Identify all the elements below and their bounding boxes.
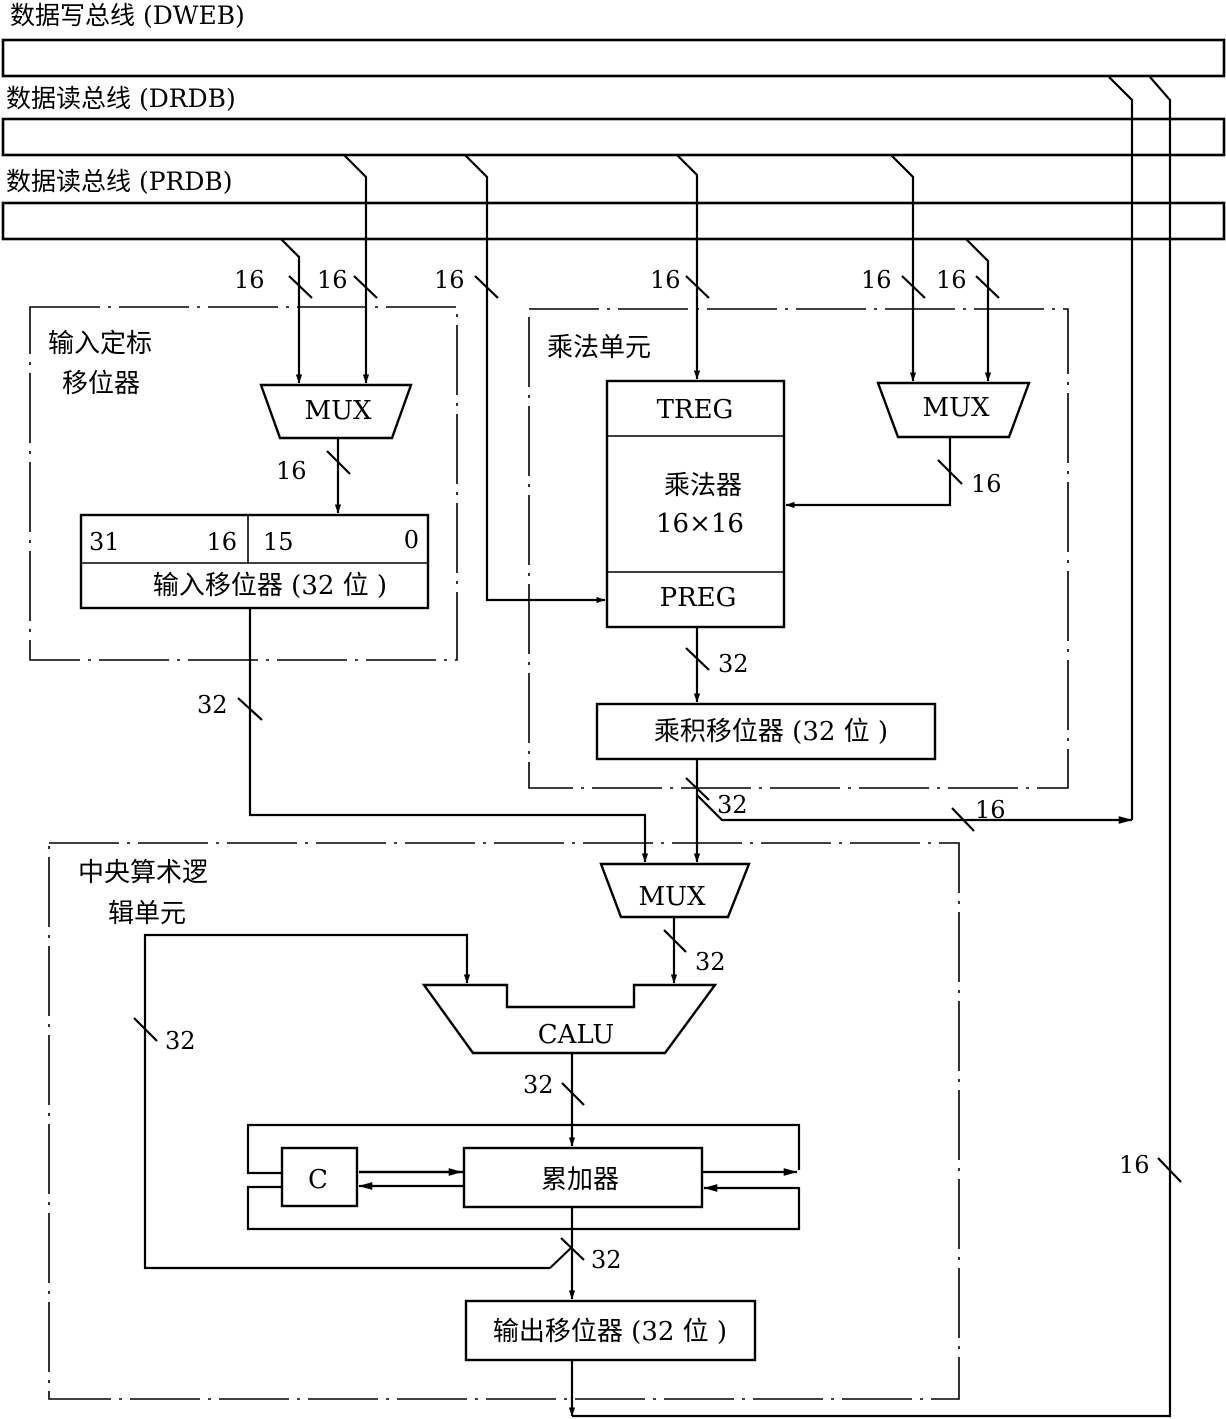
multiplier-unit-boundary	[528, 308, 1069, 789]
output-shifter	[464, 1299, 757, 1362]
width-label: 32	[165, 1027, 196, 1055]
output-to-dweb-path	[572, 76, 1172, 1418]
bit-label-15: 15	[263, 528, 294, 556]
width-label: 32	[591, 1246, 622, 1274]
multiplier-unit-title: 乘法单元	[547, 333, 651, 363]
product-to-dweb-path	[696, 794, 1133, 824]
tick-drdb-preg	[474, 275, 499, 299]
output-shifter-label: 输出移位器 (32 位 )	[493, 1317, 727, 1347]
calu-unit-title-2: 辑单元	[108, 899, 186, 929]
tick-drdb-mult-mux	[901, 275, 926, 299]
tick-output-dweb	[1157, 1157, 1182, 1183]
acc-bottom-loop	[246, 1185, 801, 1231]
input-scaler-title-1: 输入定标	[48, 329, 152, 359]
acc-feedback-bend	[549, 1246, 573, 1269]
calu-alu	[421, 983, 718, 1055]
tick-preg-out	[685, 647, 710, 671]
bit-label-31: 31	[89, 528, 120, 556]
tick-calu-out	[561, 1082, 585, 1106]
bit-label-16: 16	[206, 528, 237, 556]
calu-unit-title-1: 中央算术逻	[78, 858, 208, 888]
calu-mux-label: MUX	[638, 882, 706, 912]
width-label: 32	[718, 650, 749, 678]
tick-feedback	[133, 1017, 158, 1042]
tick-input-shifter-out	[237, 697, 263, 721]
bit-label-0: 0	[404, 526, 419, 554]
tick-prdb-input	[288, 275, 313, 299]
calu-mux	[599, 862, 751, 919]
tick-product-out	[685, 777, 710, 801]
width-label: 32	[197, 691, 228, 719]
multiplier-size-label: 16×16	[656, 509, 744, 539]
drdb-to-input-mux	[343, 154, 370, 384]
multiplier-mux-label: MUX	[922, 393, 990, 423]
width-label: 16	[234, 266, 265, 294]
accumulator	[462, 1146, 704, 1209]
tick-prdb-mult-mux	[975, 275, 1000, 299]
width-label: 16	[276, 457, 307, 485]
calu-label: CALU	[538, 1020, 614, 1050]
drdb-to-mult-mux	[890, 154, 917, 382]
product-shifter-label: 乘积移位器 (32 位 )	[654, 717, 888, 747]
tick-acc-out	[560, 1237, 585, 1261]
bus-label-dweb: 数据写总线 (DWEB)	[10, 1, 245, 30]
tick-calu-mux-out	[663, 929, 687, 953]
bus-dweb	[1, 38, 1226, 78]
mult-mux-to-multiplier	[785, 437, 952, 509]
multiplier-block	[605, 379, 786, 629]
width-label: 16	[936, 266, 967, 294]
drdb-to-preg	[464, 154, 606, 604]
width-label: 16	[861, 266, 892, 294]
input-shifter-register	[79, 513, 430, 610]
tick-drdb-treg	[685, 275, 710, 299]
prdb-to-input-mux	[280, 238, 303, 384]
width-label: 16	[317, 266, 348, 294]
acc-feedback-to-calu	[143, 933, 550, 1270]
tick-product-dweb	[951, 807, 975, 832]
tick-input-mux-out	[326, 450, 351, 475]
width-label: 16	[434, 266, 465, 294]
input-scaler-title-2: 移位器	[62, 369, 140, 399]
width-label: 16	[975, 796, 1006, 824]
tick-drdb-input	[353, 275, 378, 299]
input-shifter-label: 输入移位器 (32 位 )	[153, 571, 387, 601]
input-mux	[259, 383, 413, 440]
dweb-riser-1	[1108, 76, 1134, 820]
carry-label: C	[308, 1165, 328, 1195]
width-label: 16	[971, 470, 1002, 498]
product-shifter	[595, 702, 937, 761]
width-label: 32	[717, 791, 748, 819]
carry-register	[280, 1146, 359, 1208]
input-scaler-boundary	[29, 306, 458, 661]
multiplier-mux	[876, 381, 1031, 439]
width-label: 32	[695, 948, 726, 976]
prdb-to-mult-mux	[965, 238, 992, 382]
drdb-to-treg	[676, 154, 701, 380]
multiplier-label: 乘法器	[664, 471, 742, 501]
bus-label-drdb: 数据读总线 (DRDB)	[6, 84, 236, 113]
calu-unit-boundary	[48, 842, 960, 1400]
bus-label-prdb: 数据读总线 (PRDB)	[6, 167, 233, 196]
width-label: 32	[523, 1071, 554, 1099]
tick-mult-mux-out	[937, 459, 963, 485]
bus-drdb	[1, 117, 1226, 157]
treg-label: TREG	[657, 395, 734, 425]
input-shifter-to-calu-mux	[248, 608, 649, 863]
width-ticks	[133, 275, 1182, 1261]
acc-top-loop	[246, 1123, 801, 1175]
width-label: 16	[1119, 1151, 1150, 1179]
input-mux-label: MUX	[304, 396, 372, 426]
accumulator-label: 累加器	[541, 1165, 619, 1195]
preg-label: PREG	[660, 583, 737, 613]
width-label: 16	[650, 266, 681, 294]
bus-prdb	[1, 201, 1226, 241]
